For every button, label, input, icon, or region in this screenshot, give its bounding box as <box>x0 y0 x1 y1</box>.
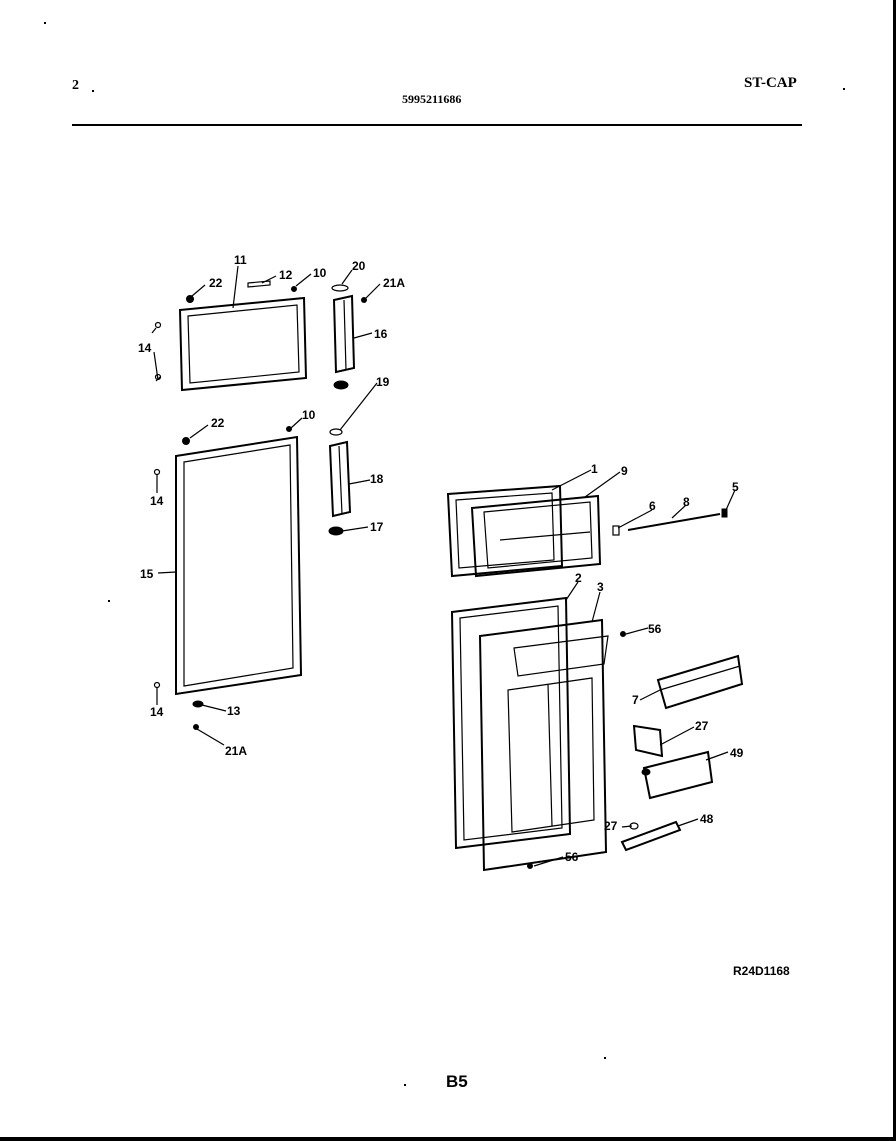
callout-17: 17 <box>370 520 384 534</box>
egg-bin-49 <box>641 750 714 800</box>
callout-10-lower: 10 <box>302 408 316 422</box>
callout-11: 11 <box>234 253 247 267</box>
bushing-20 <box>331 284 349 292</box>
callout-1: 1 <box>591 462 598 476</box>
callout-6: 6 <box>649 499 656 513</box>
callout-49: 49 <box>730 746 744 760</box>
callout-27-upper: 27 <box>695 719 709 733</box>
callout-8: 8 <box>683 495 690 509</box>
shelf-rail-8 <box>612 508 728 536</box>
screw-22-upper <box>186 295 194 303</box>
callout-7: 7 <box>632 693 639 707</box>
callout-48: 48 <box>700 812 714 826</box>
scan-speck <box>404 1084 406 1086</box>
freezer-door-panel <box>446 484 564 578</box>
freezer-door-gasket <box>178 296 308 392</box>
door-stop-14-upper <box>151 321 162 382</box>
scan-speck <box>108 600 110 602</box>
callout-5: 5 <box>732 480 739 494</box>
callout-21a-upper: 21A <box>383 276 405 290</box>
page-code: B5 <box>446 1072 468 1091</box>
callout-12: 12 <box>279 268 293 282</box>
hinge-19-lower <box>329 428 343 436</box>
hinge-cover-18 <box>328 440 352 518</box>
screw-56-lower <box>527 863 533 869</box>
callout-14-lower: 14 <box>150 705 164 719</box>
fresh-food-door-liner <box>478 618 609 872</box>
hinge-19-upper <box>333 380 349 390</box>
callout-21a-lower: 21A <box>225 744 247 758</box>
page-number: 2 <box>72 78 79 93</box>
screw-22-lower <box>182 437 190 445</box>
fresh-food-door-panel <box>450 596 572 850</box>
callout-56-upper: 56 <box>648 622 662 636</box>
callout-20: 20 <box>352 259 366 273</box>
scan-speck <box>843 88 845 90</box>
callout-15: 15 <box>140 567 154 581</box>
callout-3: 3 <box>597 580 604 594</box>
callout-14-middle: 14 <box>150 494 164 508</box>
hinge-17 <box>328 526 344 536</box>
bin-end-27 <box>632 724 664 758</box>
model-code: ST-CAP <box>744 75 797 91</box>
leader-lines <box>153 265 736 867</box>
scan-speck <box>44 22 46 24</box>
part-number: 5995211686 <box>402 92 462 106</box>
callout-56-lower: 56 <box>565 850 579 864</box>
hinge-pin-12 <box>247 280 271 288</box>
callout-19: 19 <box>376 375 390 389</box>
callout-22-upper: 22 <box>209 276 223 290</box>
callout-2: 2 <box>575 571 582 585</box>
freezer-door-liner <box>470 494 602 578</box>
scan-speck <box>604 1057 606 1059</box>
callout-10-upper: 10 <box>313 266 327 280</box>
callout-22-lower: 22 <box>211 416 225 430</box>
screw-21a-lower <box>193 724 199 730</box>
screw-21a-upper <box>361 297 367 303</box>
fresh-food-door-gasket <box>175 435 303 696</box>
screw-56-upper <box>620 631 626 637</box>
scan-speck <box>92 90 94 92</box>
screw-10-upper <box>291 286 297 292</box>
hinge-13 <box>192 700 204 708</box>
callout-27-lower: 27 <box>604 819 618 833</box>
header-rule <box>72 124 802 126</box>
hinge-cover-16 <box>332 294 356 374</box>
callout-9: 9 <box>621 464 628 478</box>
callout-14-upper: 14 <box>138 341 152 355</box>
door-shelf-7 <box>656 654 744 710</box>
callout-16: 16 <box>374 327 388 341</box>
page-border-right <box>893 0 896 1141</box>
callout-13: 13 <box>227 704 241 718</box>
callout-18: 18 <box>370 472 384 486</box>
page-border-bottom <box>0 1137 896 1141</box>
screw-10-lower <box>286 426 292 432</box>
diagram-reference: R24D1168 <box>733 964 790 978</box>
